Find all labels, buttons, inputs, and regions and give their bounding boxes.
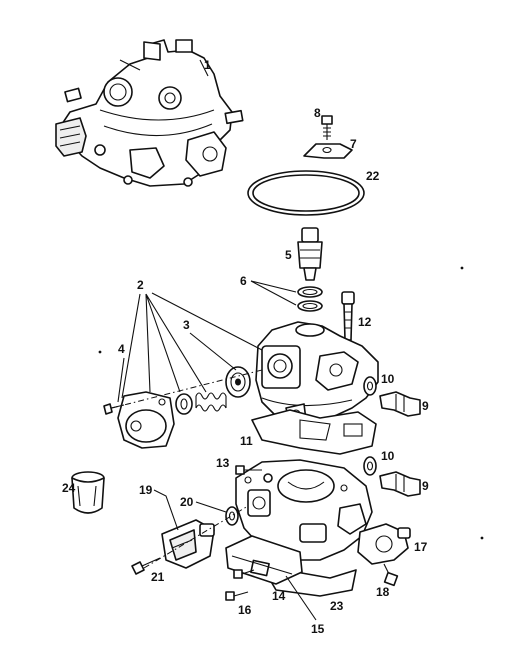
callout-16: 16: [238, 603, 252, 617]
bracket-14: [225, 535, 303, 585]
callout-5: 5: [285, 248, 292, 262]
callout-11: 11: [240, 434, 253, 448]
cap-24: [71, 471, 105, 514]
screw-21: [131, 557, 161, 575]
callout-19: 19: [139, 483, 153, 497]
lower-throttle-body: [235, 459, 373, 561]
callout-10a: 10: [381, 372, 395, 386]
union-9-upper: [379, 391, 421, 417]
callout-23: 23: [330, 599, 344, 613]
screw-13: [235, 465, 262, 475]
screw-18: [383, 563, 399, 587]
screw-8: [321, 115, 333, 140]
diaphragm-3: [225, 366, 251, 398]
callout-9a: 9: [422, 399, 429, 413]
reference-dot: [480, 536, 484, 540]
reference-dot: [98, 350, 102, 354]
diaphragm-cover-4: [117, 391, 175, 449]
callout-17: 17: [414, 540, 428, 554]
callout-14: 14: [272, 589, 286, 603]
assembled-carburettor: [55, 39, 244, 187]
switch-19: [161, 519, 215, 569]
injector-5: [297, 227, 323, 281]
callout-7: 7: [350, 137, 357, 151]
washer-10-upper: [363, 376, 377, 396]
leader-19: [153, 489, 179, 531]
callout-18: 18: [376, 585, 390, 599]
reference-dot: [460, 266, 464, 270]
callout-22: 22: [366, 169, 380, 183]
leader-6: [250, 280, 297, 306]
callout-9b: 9: [422, 479, 429, 493]
leader-2: [121, 292, 263, 399]
clip-7: [303, 143, 353, 159]
centre-line-upper: [111, 369, 263, 409]
actuator-17: [357, 523, 411, 565]
screws-16: [225, 569, 255, 601]
callout-2: 2: [137, 278, 144, 292]
callout-15: 15: [311, 622, 325, 636]
callout-12: 12: [358, 315, 372, 329]
callout-13: 13: [216, 456, 230, 470]
leader-20: [195, 501, 227, 513]
callout-20: 20: [180, 495, 194, 509]
ring-seal-22: [247, 170, 365, 216]
callout-10b: 10: [381, 449, 395, 463]
spring-seat-2: [175, 393, 193, 415]
leader-15: [285, 575, 317, 621]
upper-housing: [255, 321, 379, 425]
callout-21: 21: [151, 570, 165, 584]
gasket-11: [251, 409, 377, 455]
callout-6: 6: [240, 274, 247, 288]
callout-24: 24: [62, 481, 76, 495]
callout-4: 4: [118, 342, 125, 356]
bolt-12: [341, 291, 355, 341]
callout-3: 3: [183, 318, 190, 332]
callout-1: 1: [204, 58, 211, 72]
spring-2: [195, 392, 227, 412]
seal-20: [225, 506, 239, 526]
leader-3: [189, 332, 237, 371]
callout-8: 8: [314, 106, 321, 120]
union-9-lower: [379, 471, 421, 497]
o-rings-6: [297, 286, 323, 312]
washer-10-lower: [363, 456, 377, 476]
leader-4: [117, 357, 125, 403]
